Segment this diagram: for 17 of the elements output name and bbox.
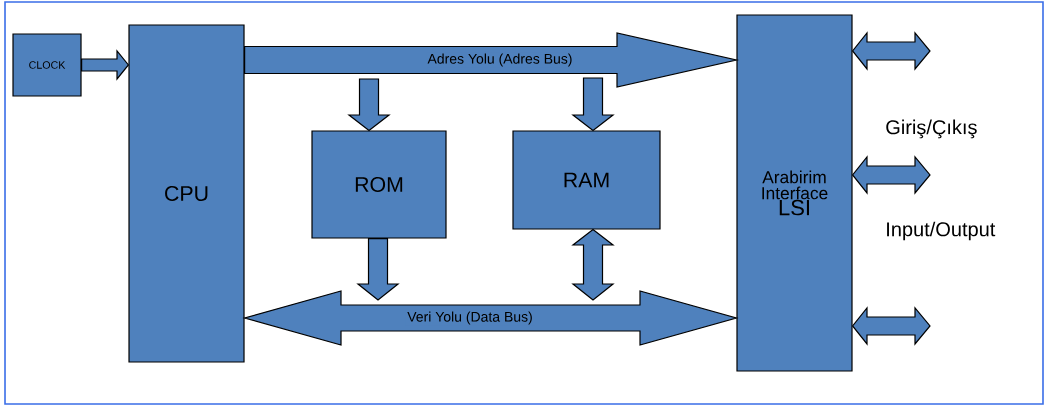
cpu-box: CPU — [128, 24, 245, 363]
block-arrow — [81, 49, 130, 81]
block-arrow — [571, 77, 615, 132]
block-arrow — [347, 78, 391, 132]
clock-box: CLOCK — [12, 33, 82, 97]
io-label: Giriş/Çıkış — [886, 119, 977, 139]
interface-box: Arabirim Interface LSI — [736, 14, 853, 372]
edge-label: Adres Yolu (Adres Bus) — [426, 52, 574, 68]
io-label: Input/Output — [887, 221, 996, 241]
block-arrow — [356, 238, 400, 301]
block-arrow — [851, 31, 931, 71]
block-arrow — [851, 155, 931, 195]
memory-box: ROM — [311, 130, 447, 239]
block-arrow — [851, 306, 931, 346]
memory-box: RAM — [512, 130, 661, 230]
edge-label: Veri Yolu (Data Bus) — [405, 310, 535, 326]
block-arrow — [571, 228, 615, 301]
